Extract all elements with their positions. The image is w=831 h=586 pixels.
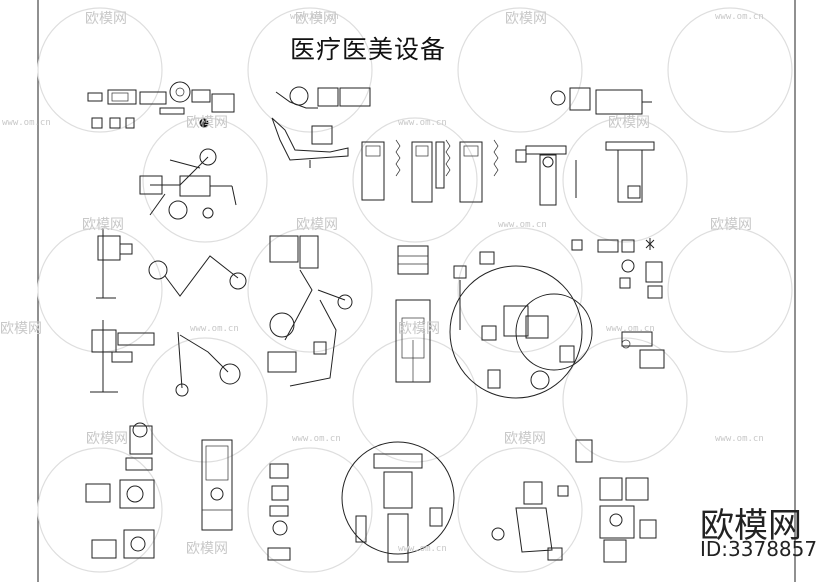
watermark-url: www.om.cn <box>498 220 547 230</box>
device-xray-stand-upper <box>96 228 133 299</box>
watermark-text: 欧模网 <box>608 115 650 131</box>
device-monitor-cart-right <box>571 238 665 369</box>
device-operating-unit-center <box>267 235 353 387</box>
watermark-url: www.om.cn <box>715 434 764 444</box>
watermark-url: www.om.cn <box>715 12 764 22</box>
device-cabinet-bottom <box>201 439 233 531</box>
device-beds-row <box>361 139 499 203</box>
watermark-text: 欧模网 <box>710 217 752 233</box>
watermark-text: 欧模网 <box>505 11 547 27</box>
device-operating-table <box>515 141 655 206</box>
image-id-label: ID:3378857 <box>700 537 818 561</box>
device-xray-stand-lower <box>90 320 155 393</box>
watermark-url: www.om.cn <box>190 324 239 334</box>
device-stacked-parts <box>267 463 291 561</box>
watermark-text: 欧模网 <box>186 541 228 557</box>
watermark-text: 欧模网 <box>296 217 338 233</box>
device-exam-lamp-upper <box>148 255 247 297</box>
brand-label: 欧模网 <box>700 506 802 546</box>
device-dental-unit-bottom-left <box>85 422 155 559</box>
device-ct-gantry <box>341 441 455 563</box>
watermark-url: www.om.cn <box>606 324 655 334</box>
watermark-text: 欧模网 <box>295 11 337 27</box>
device-dental-chair-top <box>271 86 371 168</box>
device-exam-lamp-lower <box>175 331 241 397</box>
watermark-text: 欧模网 <box>0 321 42 337</box>
device-surgical-light-arm <box>139 148 237 220</box>
watermark-url: www.om.cn <box>2 118 51 128</box>
watermark-text: 欧模网 <box>86 431 128 447</box>
device-operating-room-layout <box>449 251 593 399</box>
watermark-text: 欧模网 <box>85 11 127 27</box>
watermark-url: www.om.cn <box>398 118 447 128</box>
watermark-text: 欧模网 <box>186 115 228 131</box>
device-monitor-cluster <box>87 81 235 129</box>
watermark-url: www.om.cn <box>292 434 341 444</box>
watermark-url: www.om.cn <box>398 544 447 554</box>
device-dental-chair-bottom-right <box>491 439 657 563</box>
watermark-text: 欧模网 <box>398 321 440 337</box>
device-trolley <box>395 245 431 383</box>
drawing-title: 医疗医美设备 <box>290 35 447 64</box>
watermark-url: www.om.cn <box>290 12 339 22</box>
watermark-text: 欧模网 <box>504 431 546 447</box>
watermark-text: 欧模网 <box>82 217 124 233</box>
watermark-circles <box>37 7 793 573</box>
device-microscope <box>550 87 652 115</box>
